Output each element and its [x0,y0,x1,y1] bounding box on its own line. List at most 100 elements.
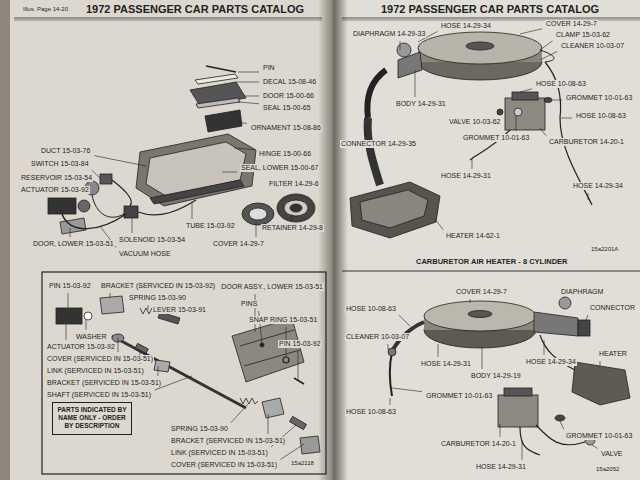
part-label: GROMMET 10-01-63 [462,134,530,142]
illustration-part [555,415,565,421]
part-label: HOSE 14-29-31 [420,360,472,368]
part-label: GROMMET 10-01-63 [425,392,493,400]
part-label: GROMMET 10-01-63 [565,94,633,102]
part-label: BRACKET (SERVICED IN 15-03-92) [100,282,216,290]
note-text: PARTS INDICATED BY NAME ONLY - ORDER BY … [56,406,128,429]
part-label: SPRING 15-03-90 [128,294,187,302]
illustration-part [277,194,315,222]
illustration-part [350,182,440,238]
part-label: COVER (SERVICED IN 15-03-51) [170,461,278,469]
figure-number: 15a2052 [595,466,620,473]
figure-number: 15a2118 [290,460,315,467]
illustration-part [498,395,538,427]
leader-line [158,366,159,376]
illustration-part [290,416,307,429]
leader-line [192,202,193,219]
part-label: PINS [240,300,258,308]
part-label: BODY 14-29-19 [470,372,522,380]
leader-line [522,440,523,460]
part-label: HEATER [598,350,628,358]
illustration-part [249,208,267,220]
part-label: CLAMP 15-03-62 [555,31,611,39]
part-label: PIN 15-03-92 [48,282,92,290]
illustration-part [534,312,578,336]
illustration-part [388,348,396,356]
leader-line [388,344,389,350]
illustration-part [360,190,428,228]
right-page [330,0,640,480]
leader-line [399,315,410,326]
leader-line [118,338,119,352]
part-label: DOOR ASSY., LOWER 15-03-51 [220,283,324,291]
leader-line [268,414,269,434]
illustration-part [368,118,380,185]
leader-line [415,70,416,97]
leader-line [600,361,601,366]
part-label: HOSE 10-08-63 [345,305,397,313]
illustration-part [418,32,542,64]
part-label: SEAL 15-00-65 [262,104,312,112]
leader-line [256,222,257,237]
illustration-part [206,66,236,72]
part-label: DIAPHRAGM 14-29-33 [352,30,426,38]
part-label: RETAINER 14-29-8 [261,224,324,232]
illustration-part [78,200,90,212]
illustration-part [136,134,256,206]
leader-line [498,112,499,115]
leader-line [132,218,133,233]
leader-line [292,214,293,221]
leader-line [400,41,401,50]
leader-line [298,351,299,380]
leader-line [238,102,259,104]
part-label: RESERVOIR 15-03-54 [20,174,93,182]
leader-line [244,96,259,97]
illustration-part [242,203,274,225]
part-label: DOOR 15-00-66 [262,92,315,100]
illustration-part [514,108,522,116]
leader-line [281,444,304,459]
part-label: TUBE 15-03-92 [185,222,236,230]
illustration-part [505,98,545,130]
part-label: BRACKET (SERVICED IN 15-03-51) [46,379,162,387]
note-box: PARTS INDICATED BY NAME ONLY - ORDER BY … [52,402,132,435]
part-label: ORNAMENT 15-08-86 [250,124,322,132]
figure-number: 15a2201A [590,246,619,253]
leader-line [234,148,255,150]
leader-line [586,315,588,320]
part-label: PIN 15-03-92 [278,340,322,348]
part-label: CONNECTOR 14-29-35 [340,140,417,148]
left-page [10,0,330,480]
illustration-part [56,308,82,324]
illustration-part [48,198,76,214]
illustration-part [520,427,540,455]
leader-line [561,118,572,119]
part-label: COVER 14-29-7 [545,20,598,28]
leader-line [540,128,546,136]
illustration-part [390,352,392,396]
part-label: HOSE 14-29-34 [572,182,624,190]
leader-line [552,100,562,101]
leader-line [66,324,67,340]
leader-line [392,388,422,392]
leader-line [238,122,247,124]
illustration-part [283,357,289,363]
part-label: COVER 14-29-7 [212,240,265,248]
leader-line [560,421,564,429]
part-label: HOSE 14-29-34 [525,358,577,366]
part-label: SHAFT (SERVICED IN 15-03-51) [46,391,152,399]
part-label: HOSE 14-29-31 [440,172,492,180]
leader-line [231,404,248,423]
leader-line [390,398,391,405]
leader-line [86,320,87,330]
illustration-part [544,98,552,103]
illustration-part [572,362,630,405]
leader-line [366,126,367,137]
illustration-part [497,109,503,115]
part-label: HOSE 10-08-63 [575,112,627,120]
part-label: COVER (SERVICED IN 15-03-51) [46,355,154,363]
illustration-part [244,350,300,366]
illustration-part [154,360,170,372]
illustration-part [196,98,240,108]
illustration-part [262,398,284,418]
